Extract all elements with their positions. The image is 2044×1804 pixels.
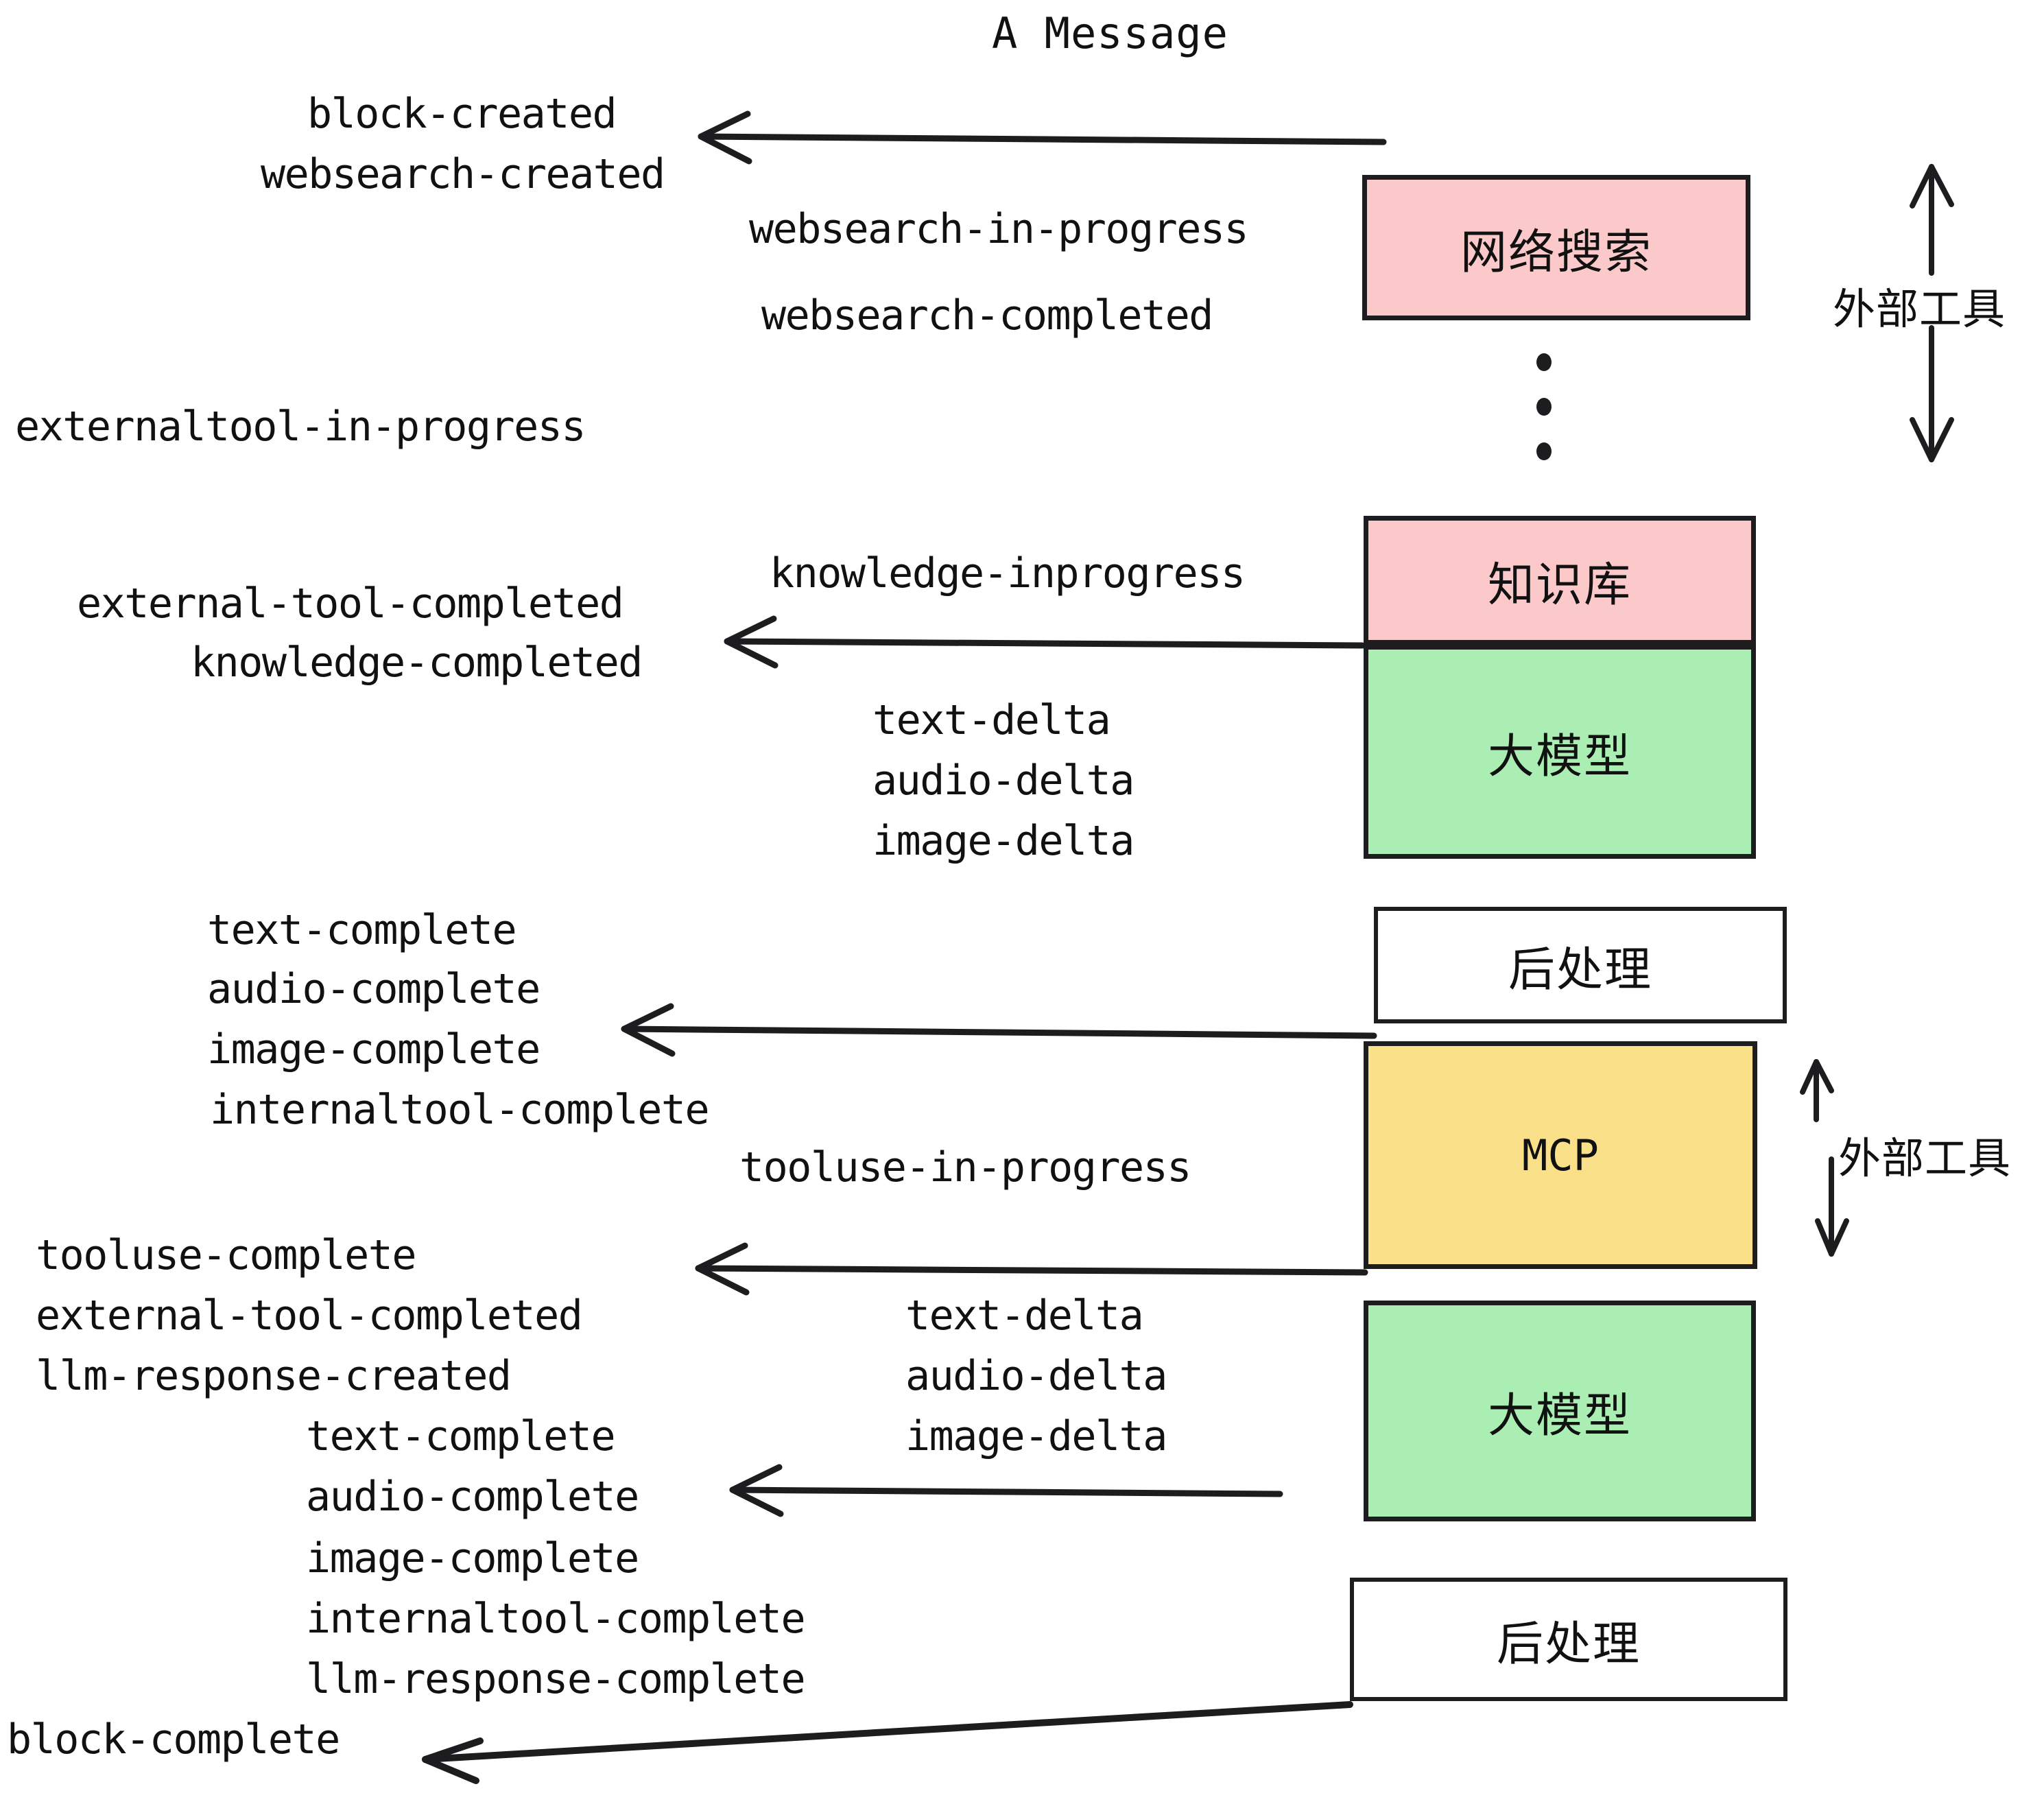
event-label: text-delta [905,1292,1144,1340]
node-llm-second[interactable]: 大模型 [1364,1301,1756,1521]
external-tools-label-top: 外部工具 [1833,284,2006,334]
arrow-knowledge-to-completed [724,615,1366,669]
ellipsis-dot [1536,442,1552,460]
event-label: audio-complete [306,1473,639,1521]
page-title: A Message [992,8,1228,58]
event-label: internaltool-complete [306,1595,806,1643]
event-label: block-complete [7,1716,340,1764]
event-label: image-delta [872,817,1134,865]
event-label: audio-delta [872,757,1134,805]
event-label: external-tool-completed [36,1292,583,1340]
node-postprocess-second[interactable]: 后处理 [1350,1578,1787,1701]
arrow-llm2-to-audio-complete [729,1464,1283,1517]
event-label: image-delta [905,1412,1167,1460]
event-label: external-tool-completed [77,580,624,628]
event-label: text-complete [207,906,517,954]
event-label: llm-response-created [36,1352,512,1400]
event-label: block-created [307,90,617,138]
event-label: knowledge-completed [191,639,643,687]
arrow-post1-to-image-complete [621,1003,1377,1057]
event-label: audio-complete [207,965,540,1013]
event-label: tooluse-in-progress [739,1143,1191,1191]
arrow-websearch-to-created [698,110,1387,165]
event-label: tooluse-complete [36,1231,416,1279]
event-label: text-complete [306,1412,616,1460]
arrow-post2-to-block-complete [422,1701,1353,1784]
node-mcp[interactable]: MCP [1364,1041,1757,1269]
node-postprocess-first[interactable]: 后处理 [1374,907,1787,1023]
event-label: image-complete [207,1025,540,1073]
ellipsis-dot [1536,353,1552,371]
external-tools-label-bottom: 外部工具 [1838,1133,2012,1183]
node-websearch[interactable]: 网络搜索 [1362,175,1750,320]
event-label: audio-delta [905,1352,1167,1400]
event-label: llm-response-complete [306,1655,806,1703]
event-label: externaltool-in-progress [15,403,586,451]
event-label: text-delta [872,696,1111,744]
node-llm-first[interactable]: 大模型 [1364,645,1756,859]
event-label: knowledge-inprogress [770,549,1246,597]
event-label: websearch-in-progress [749,205,1249,253]
event-label: image-complete [306,1534,639,1582]
node-knowledge[interactable]: 知识库 [1364,516,1756,645]
event-label: websearch-completed [761,292,1213,340]
event-label: websearch-created [261,150,665,198]
event-label: internaltool-complete [210,1086,710,1134]
ellipsis-dot [1536,398,1552,416]
